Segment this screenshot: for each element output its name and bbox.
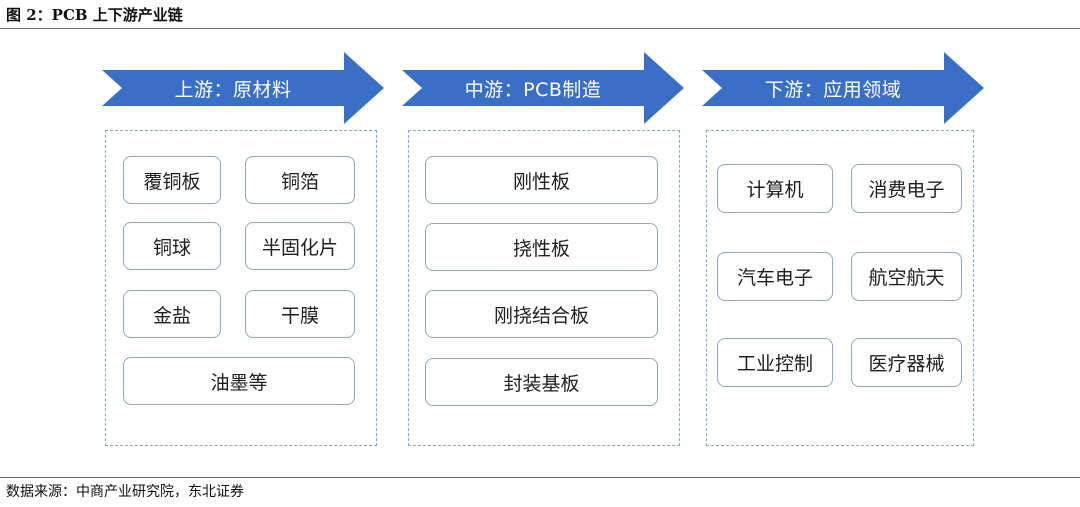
midstream-panel [408, 130, 680, 446]
downstream-arrow: 下游：应用领域 [702, 52, 984, 124]
downstream-item: 工业控制 [717, 338, 833, 387]
upstream-item: 铜箔 [245, 156, 355, 204]
midstream-header: 中游：PCB制造 [464, 78, 602, 101]
upstream-arrow: 上游：原材料 [102, 52, 384, 124]
downstream-item: 医疗器械 [851, 338, 962, 387]
downstream-item: 计算机 [717, 164, 833, 213]
arrow-shape-icon [102, 52, 384, 124]
top-rule [0, 28, 1080, 29]
upstream-item: 油墨等 [123, 357, 355, 405]
upstream-item: 金盐 [123, 290, 221, 338]
source-note: 数据来源：中商产业研究院，东北证券 [6, 484, 244, 500]
upstream-header: 上游：原材料 [174, 78, 292, 101]
downstream-item: 航空航天 [851, 252, 962, 301]
midstream-arrow: 中游：PCB制造 [402, 52, 684, 124]
figure-title: 图 2：PCB 上下游产业链 [6, 6, 183, 24]
downstream-item: 汽车电子 [717, 252, 833, 301]
midstream-item: 刚挠结合板 [425, 290, 658, 338]
upstream-panel [105, 130, 377, 446]
arrow-shape-icon [402, 52, 684, 124]
bottom-rule [0, 477, 1080, 478]
downstream-header: 下游：应用领域 [764, 78, 902, 101]
arrow-shape-icon [702, 52, 984, 124]
midstream-item: 刚性板 [425, 156, 658, 204]
midstream-item: 封装基板 [425, 358, 658, 406]
midstream-item: 挠性板 [425, 223, 658, 271]
upstream-item: 覆铜板 [123, 156, 221, 204]
downstream-item: 消费电子 [851, 164, 962, 213]
upstream-item: 半固化片 [245, 222, 355, 270]
upstream-item: 铜球 [123, 222, 221, 270]
upstream-item: 干膜 [245, 290, 355, 338]
downstream-panel [706, 130, 974, 446]
